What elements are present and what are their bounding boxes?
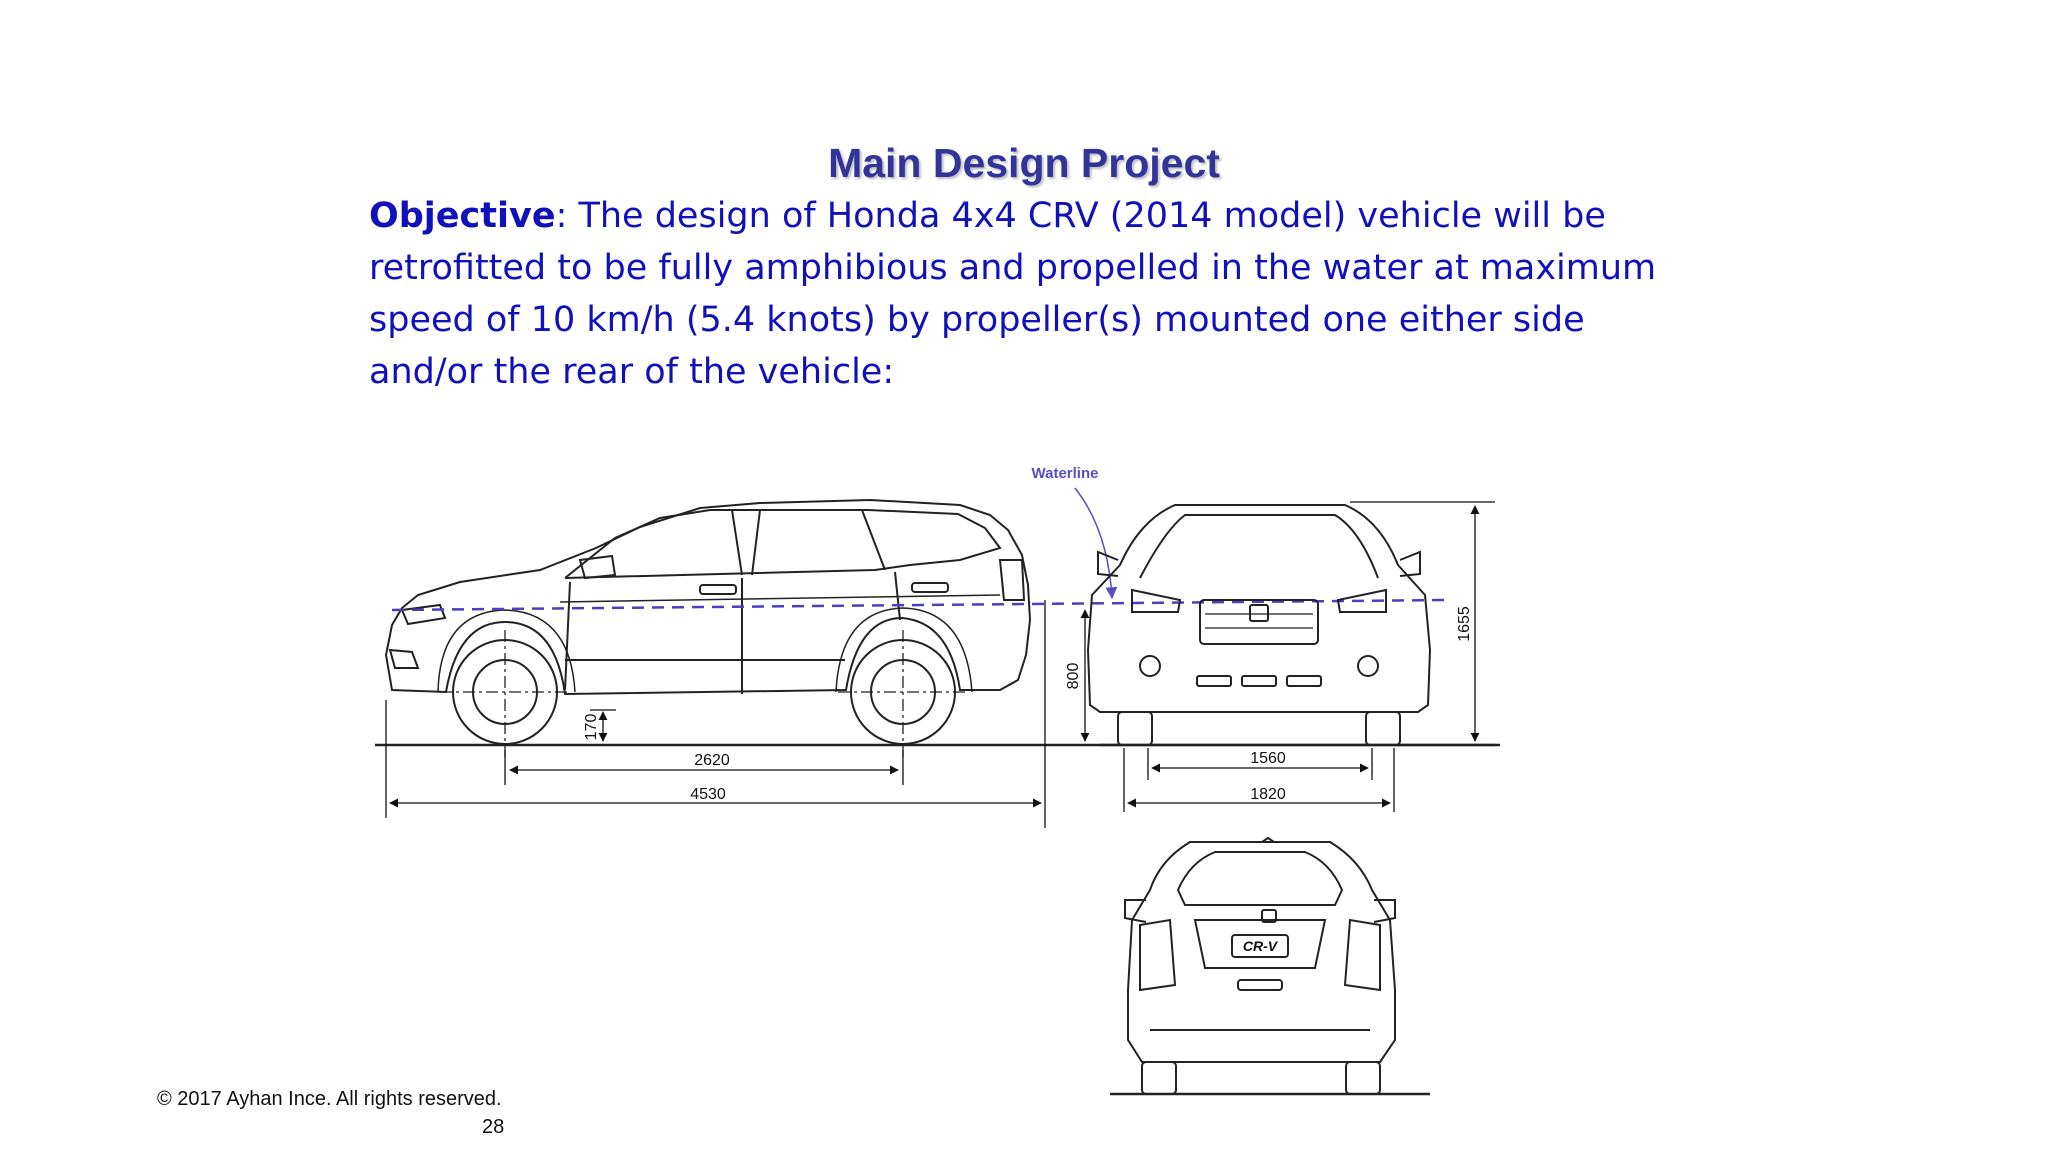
side-mirror: [578, 554, 617, 580]
side-body-outline: [384, 498, 1032, 696]
dim-overall-height: 1655: [1456, 606, 1473, 642]
front-dimensions: [1123, 501, 1495, 812]
front-headlamp-right: [1336, 588, 1387, 613]
slide-title: Main Design Project: [828, 140, 1220, 186]
rear-view: [1110, 836, 1430, 1096]
side-dimensions: [385, 600, 1090, 828]
rear-tire-left: [1141, 1061, 1177, 1095]
side-foglamp: [388, 648, 420, 669]
objective-line-2: retrofitted to be fully amphibious and p…: [369, 248, 1657, 288]
front-mirror-left: [1097, 550, 1119, 577]
rear-body-outline: [1127, 841, 1396, 1063]
waterline: [391, 598, 1451, 612]
side-pillar-c: [861, 509, 886, 571]
side-beltline: [559, 594, 1001, 603]
objective-line-1: Objective: The design of Honda 4x4 CRV (…: [369, 190, 1709, 242]
side-pillar-b2: [751, 509, 761, 576]
rear-tire-right: [1345, 1061, 1381, 1095]
rear-crv-badge: CR-V: [1243, 938, 1279, 954]
side-door-handle: [699, 584, 737, 595]
dim-wheelbase: 2620: [694, 752, 730, 769]
rear-mirror-left: [1124, 899, 1147, 923]
front-tire-right: [1365, 711, 1401, 746]
dim-overall-length: 4530: [690, 786, 726, 803]
front-fog-left: [1139, 655, 1161, 677]
side-taillamp: [998, 559, 1026, 601]
dim-overall-width: 1820: [1250, 786, 1286, 803]
rear-window: [1176, 851, 1344, 906]
front-view: [1086, 504, 1500, 747]
objective-line-3: speed of 10 km/h (5.4 knots) by propelle…: [369, 300, 1585, 340]
front-honda-badge: [1249, 604, 1269, 622]
waterline-pointer: [1074, 487, 1118, 600]
rear-tailgate: [1193, 919, 1327, 969]
side-rear-handle: [911, 582, 949, 593]
page-number: 28: [482, 1116, 505, 1138]
objective-line-4: and/or the rear of the vehicle:: [369, 352, 895, 392]
front-windshield: [1139, 514, 1379, 579]
front-fog-right: [1357, 655, 1379, 677]
rear-antenna: [1258, 836, 1278, 843]
rear-taillamp-left: [1139, 918, 1177, 992]
dim-waterline-height: 800: [1065, 663, 1082, 690]
rear-taillamp-right: [1343, 918, 1381, 992]
side-greenhouse: [564, 509, 1002, 579]
front-body-outline: [1086, 504, 1432, 713]
waterline-label: Waterline: [1032, 465, 1099, 482]
objective-label: Objective: [369, 196, 556, 236]
objective-line-1-text: : The design of Honda 4x4 CRV (2014 mode…: [555, 196, 1606, 236]
dim-ground-clearance: 170: [583, 714, 600, 741]
rear-badge-plate: [1231, 934, 1289, 958]
copyright: © 2017 Ayhan Ince. All rights reserved.: [157, 1088, 502, 1110]
front-tire-left: [1117, 711, 1153, 746]
front-mirror-right: [1399, 550, 1421, 577]
dim-track: 1560: [1250, 750, 1286, 767]
front-grille: [1199, 599, 1319, 645]
side-headlamp: [400, 603, 447, 626]
objective-text: Objective: The design of Honda 4x4 CRV (…: [369, 190, 1709, 398]
rear-mirror-right: [1373, 899, 1396, 923]
side-view: [375, 498, 1495, 760]
rear-honda-badge: [1261, 909, 1277, 923]
side-door-front-edge: [564, 581, 571, 691]
front-headlamp-left: [1131, 588, 1182, 613]
side-pillar-b: [731, 509, 743, 576]
